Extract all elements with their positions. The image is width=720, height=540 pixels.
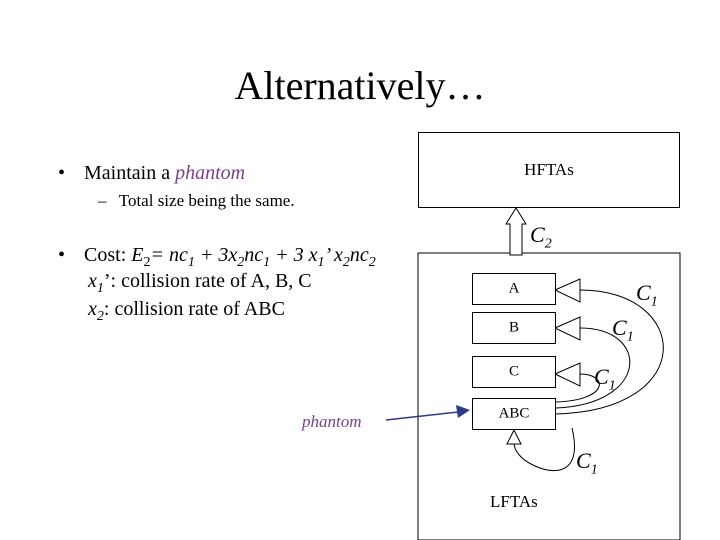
phantom-arrow-head <box>456 405 470 418</box>
hftas-box: HFTAs <box>418 132 680 208</box>
curve-abc-to-b <box>555 327 631 409</box>
cost-formula: E2= nc1 + 3x2nc1 + 3 x1’ x2nc2 <box>131 244 376 270</box>
arrowhead-a <box>553 278 581 303</box>
c2-arrow <box>505 207 527 256</box>
sub-bullet-1: – Total size being the same. <box>98 191 295 211</box>
bullet-dot: • <box>58 162 66 184</box>
hftas-label: HFTAs <box>524 160 574 179</box>
bullet-2-line-2: x1’: collision rate of A, B, C <box>88 270 312 296</box>
node-abc: ABC <box>472 398 556 430</box>
curve-abc-to-c <box>555 373 600 403</box>
phantom-arrow-line <box>385 411 459 421</box>
node-b: B <box>472 312 556 344</box>
bullet-dot: • <box>58 244 66 266</box>
cost-label: Cost: <box>84 244 132 266</box>
bullet-1: • Maintain a phantom <box>58 162 245 185</box>
sub-bullet-text: Total size being the same. <box>118 191 295 210</box>
bullet-1-emphasis: phantom <box>175 162 246 184</box>
sub-bullet-dash: – <box>98 191 107 210</box>
node-c-label: C <box>508 363 520 380</box>
node-a-label: A <box>508 280 520 297</box>
c1-label-abc: C1 <box>576 448 598 478</box>
c2-label: C2 <box>530 222 552 252</box>
lftas-label: LFTAs <box>490 492 538 511</box>
phantom-label: phantom <box>302 412 362 431</box>
c1-label-b: C1 <box>612 315 634 345</box>
bullet-1-text: Maintain a <box>84 162 176 184</box>
node-a: A <box>472 273 556 305</box>
bullet-2: • Cost: E2= nc1 + 3x2nc1 + 3 x1’ x2nc2 <box>58 244 376 271</box>
slide-title: Alternatively… <box>234 63 486 108</box>
curve-abc-to-a <box>555 289 664 415</box>
node-b-label: B <box>508 319 520 336</box>
lfta-region-border <box>417 252 681 540</box>
arrowhead-b <box>553 316 581 341</box>
arrowhead-c <box>553 362 581 387</box>
abc-self-loop <box>513 427 575 472</box>
bullet-2-line-3: x2: collision rate of ABC <box>88 298 285 324</box>
c1-label-a: C1 <box>636 280 658 310</box>
c1-label-c: C1 <box>594 364 616 394</box>
node-c: C <box>472 356 556 388</box>
abc-loop-arrowhead <box>506 428 522 445</box>
node-abc-label: ABC <box>498 405 530 422</box>
